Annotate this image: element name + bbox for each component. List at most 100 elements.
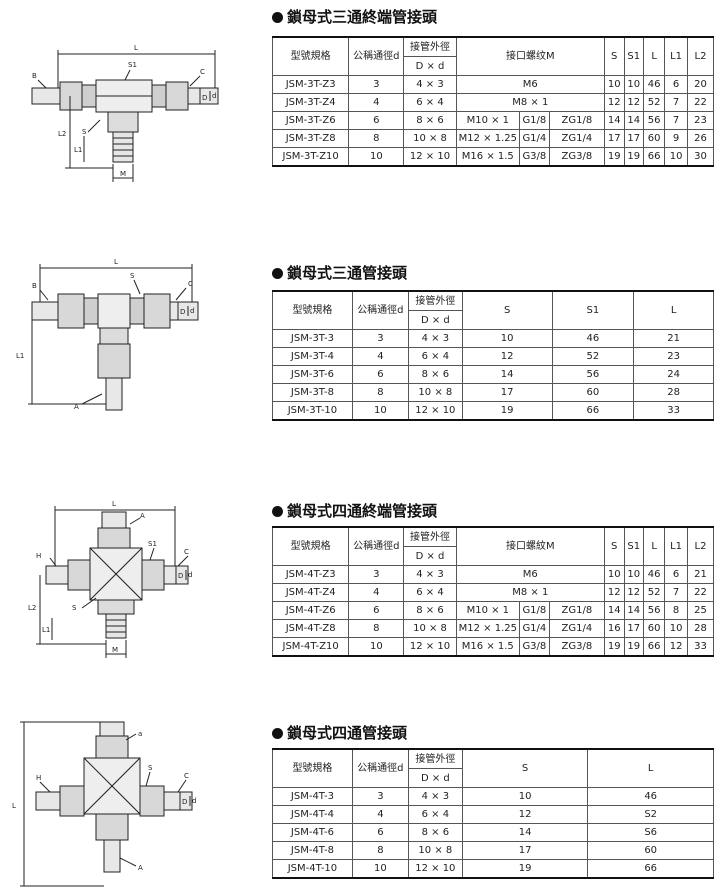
label-C: C	[184, 548, 189, 556]
spec-table-cross-terminal: 型號規格 公稱通徑d 接管外徑 接口螺紋M S S1 L L1 L2 D × d…	[271, 526, 715, 657]
section-title: 鎖母式四通終端管接頭	[272, 500, 437, 521]
header-s: S	[603, 36, 625, 76]
label-C: C	[188, 280, 193, 288]
spec-table-tee-terminal: 型號規格 公稱通徑d 接管外徑 接口螺纹M S S1 L L1 L2 D × d…	[271, 36, 715, 167]
dim-d: d	[188, 571, 192, 579]
header-l: L	[587, 748, 714, 788]
label-H: H	[36, 774, 41, 782]
label-S1: S1	[148, 540, 157, 548]
header-l2: L2	[686, 526, 715, 566]
cross-diagram: a H S C L A D d	[12, 721, 196, 887]
label-S1: S1	[128, 61, 137, 69]
bullet-icon	[272, 12, 283, 23]
label-H: H	[36, 552, 41, 560]
header-bore: 公稱通徑d	[351, 290, 409, 330]
dim-L1: L1	[42, 626, 50, 634]
header-l1: L1	[664, 36, 688, 76]
header-bore: 公稱通徑d	[348, 526, 405, 566]
dim-D: D	[182, 798, 187, 806]
header-tube: 接管外徑	[403, 36, 457, 57]
dim-L: L	[114, 258, 118, 266]
section-tee: L B S C L1 A D d 鎖母式三通管接頭 型號規格 公稱通徑d 接管外…	[0, 250, 720, 450]
section-cross-terminal: L A S1 H C S L2 L1 M D d 鎖母式四通終端管接頭 型號規格…	[0, 490, 720, 690]
section-title: 鎖母式四通管接頭	[272, 722, 407, 743]
tee-diagram: L B S C L1 A D d	[16, 258, 199, 411]
label-B: B	[32, 72, 37, 80]
dim-D: D	[178, 572, 183, 580]
header-tube: 接管外徑	[407, 748, 463, 769]
tee-terminal-diagram: L B S1 C S L2 L1 M D d	[31, 44, 219, 182]
header-dxd: D × d	[403, 546, 457, 566]
dim-L1: L1	[16, 352, 24, 360]
header-model: 型號規格	[271, 36, 350, 76]
bullet-icon	[272, 506, 283, 517]
header-l2: L2	[686, 36, 715, 76]
header-l: L	[633, 290, 714, 330]
label-C: C	[184, 772, 189, 780]
header-bore: 公稱通徑d	[351, 748, 409, 788]
dim-L: L	[12, 802, 16, 810]
dim-L: L	[112, 500, 116, 508]
section-cross: a H S C L A D d 鎖母式四通管接頭 型號規格 公稱通徑d 接管外徑…	[0, 712, 720, 894]
label-A: A	[74, 403, 79, 411]
header-tube: 接管外徑	[403, 526, 457, 547]
header-model: 型號規格	[272, 290, 353, 330]
cross-terminal-diagram: L A S1 H C S L2 L1 M D d	[28, 500, 192, 658]
dim-D: D	[202, 94, 207, 102]
dim-M: M	[112, 646, 118, 654]
label-C: C	[200, 68, 205, 76]
section-title: 鎖母式三通管接頭	[272, 262, 407, 283]
section-title: 鎖母式三通終端管接頭	[272, 6, 437, 27]
dim-L2: L2	[28, 604, 36, 612]
label-S: S	[82, 128, 87, 136]
dim-D: D	[180, 308, 185, 316]
header-thread: 接口螺紋M	[455, 526, 605, 566]
label-A: A	[138, 864, 143, 872]
header-bore: 公稱通徑d	[348, 36, 405, 76]
header-s1: S1	[551, 290, 635, 330]
header-dxd: D × d	[407, 310, 463, 330]
bullet-icon	[272, 728, 283, 739]
dim-d: d	[192, 797, 196, 805]
dim-d: d	[190, 307, 194, 315]
header-l1: L1	[664, 526, 688, 566]
header-l: L	[643, 526, 666, 566]
dim-L: L	[134, 44, 138, 52]
header-s: S	[461, 290, 553, 330]
bullet-icon	[272, 268, 283, 279]
header-l: L	[643, 36, 666, 76]
dim-d: d	[212, 92, 216, 100]
header-s1: S1	[623, 36, 645, 76]
dim-L1: L1	[74, 146, 82, 154]
header-s: S	[603, 526, 625, 566]
label-S: S	[148, 764, 153, 772]
header-thread: 接口螺纹M	[455, 36, 605, 76]
dim-L2: L2	[58, 130, 66, 138]
header-dxd: D × d	[407, 768, 463, 788]
section-tee-terminal: L B S1 C S L2 L1 M D d 鎖母式三通終端管接頭 型號規格 公…	[0, 0, 720, 200]
label-S: S	[72, 604, 77, 612]
header-model: 型號規格	[271, 526, 350, 566]
dim-M: M	[120, 170, 126, 178]
header-s1: S1	[623, 526, 645, 566]
header-model: 型號規格	[272, 748, 353, 788]
label-a: a	[138, 730, 142, 738]
